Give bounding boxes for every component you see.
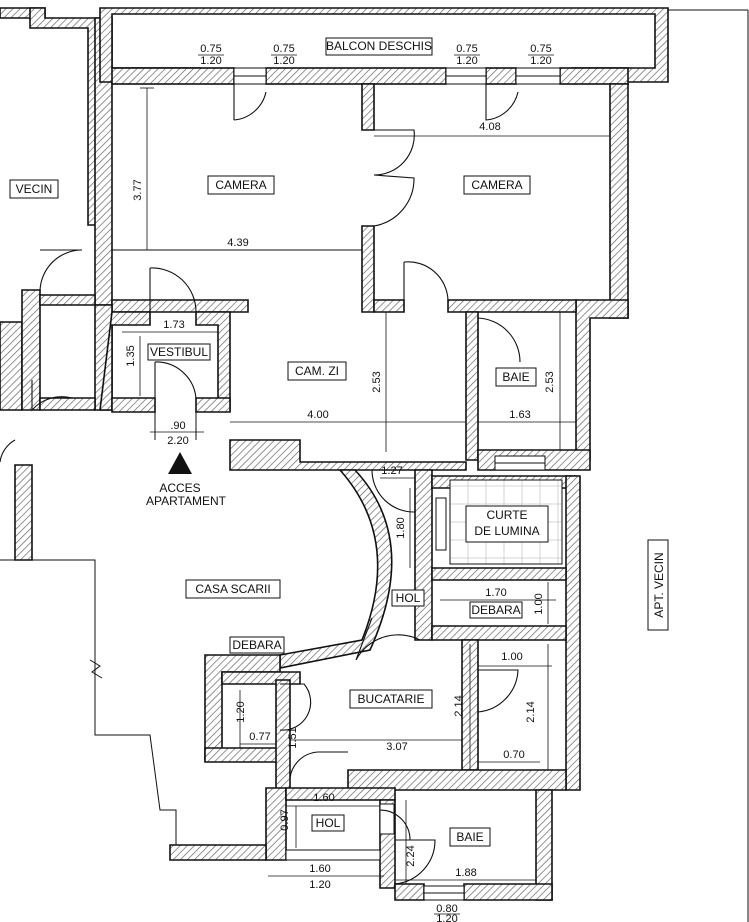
balcony-label: BALCON DESCHIS [326,39,432,53]
room-debara-2: DEBARA [232,638,281,652]
dim-baie-width: 1.63 [509,409,530,421]
room-hol-1: HOL [396,591,421,605]
room-bucatarie: BUCATARIE [358,692,425,706]
doors [0,84,521,885]
access-line2: APARTAMENT [146,494,227,508]
w2-width: 0.75 [273,43,294,55]
dim-baie2-width: 1.88 [455,867,476,879]
dim-pantry-bottom: 0.70 [503,749,524,761]
dim-deb-height: 1.00 [533,593,545,614]
dim-deb2-width: 0.77 [249,731,270,743]
dim-cam1-width: 4.39 [227,237,248,249]
w2-height: 1.20 [273,55,294,67]
access-marker: ACCES APARTAMENT [146,452,227,508]
w4-height: 1.20 [530,55,551,67]
room-vestibul: VESTIBUL [150,345,208,359]
dim-hol2-width: 1.60 [313,792,334,804]
w3-width: 0.75 [456,43,477,55]
room-dimensions: 3.77 4.08 4.39 1.73 1.35 .90 2.20 2.53 4… [125,121,556,891]
room-casa-scarii: CASA SCARII [195,582,270,596]
room-camera-1: CAMERA [215,178,266,192]
dim-pantry-height: 2.14 [525,701,537,722]
w4-width: 0.75 [530,43,551,55]
access-line1: ACCES [159,481,200,495]
room-cam-zi: CAM. ZI [295,364,339,378]
room-curte-line1: CURTE [486,508,527,522]
dim-vest-height: 1.35 [125,345,137,366]
walls [0,7,669,901]
entrance-arrow-icon [168,452,192,474]
dim-bottom-window-w: 1.60 [309,863,330,875]
dim-buc-height: 2.14 [453,695,465,716]
room-camera-2: CAMERA [471,178,522,192]
dim-camzi-height: 2.53 [371,371,383,392]
room-baie-1: BAIE [502,370,529,384]
dim-camzi-width: 4.00 [307,409,328,421]
room-apt-vecin: APT. VECIN [652,552,666,617]
dim-deb2-height: 1.20 [235,701,247,722]
dimension-lines [112,87,610,884]
room-labels: BALCON DESCHIS VECIN CAMERA CAMERA VESTI… [9,37,669,847]
dim-buc-small: 1.51 [287,727,299,748]
dim-door-height: 2.20 [167,435,188,447]
bottom-window-height: 1.20 [436,913,457,922]
dim-hol-height: 1.80 [395,517,407,538]
room-hol-2: HOL [316,816,341,830]
dim-hol-width: 1.27 [381,465,402,477]
windows [233,67,561,901]
dim-cam1-height: 3.77 [132,179,144,200]
w1-height: 1.20 [200,55,221,67]
room-vecin: VECIN [16,182,53,196]
room-curte-line2: DE LUMINA [474,524,539,538]
dim-hol2-height: 0.97 [279,809,291,830]
dim-buc-width: 3.07 [386,741,407,753]
w3-height: 1.20 [456,55,477,67]
dim-baie-height: 2.53 [544,371,556,392]
room-baie-2: BAIE [456,830,483,844]
dim-baie2-height: 2.24 [405,845,417,866]
w1-width: 0.75 [200,43,221,55]
dim-door-width: .90 [170,420,185,432]
dim-deb-width: 1.70 [485,587,506,599]
bottom-window-width: 0.80 [436,903,457,915]
window-dimensions: 0.75 1.20 0.75 1.20 0.75 1.20 0.75 1.20 … [198,43,554,922]
room-debara-1: DEBARA [471,603,520,617]
dim-cam2-width: 4.08 [479,121,500,133]
dim-bottom-window-h: 1.20 [309,879,330,891]
dim-pantry-width: 1.00 [501,651,522,663]
dim-vest-width: 1.73 [163,319,184,331]
